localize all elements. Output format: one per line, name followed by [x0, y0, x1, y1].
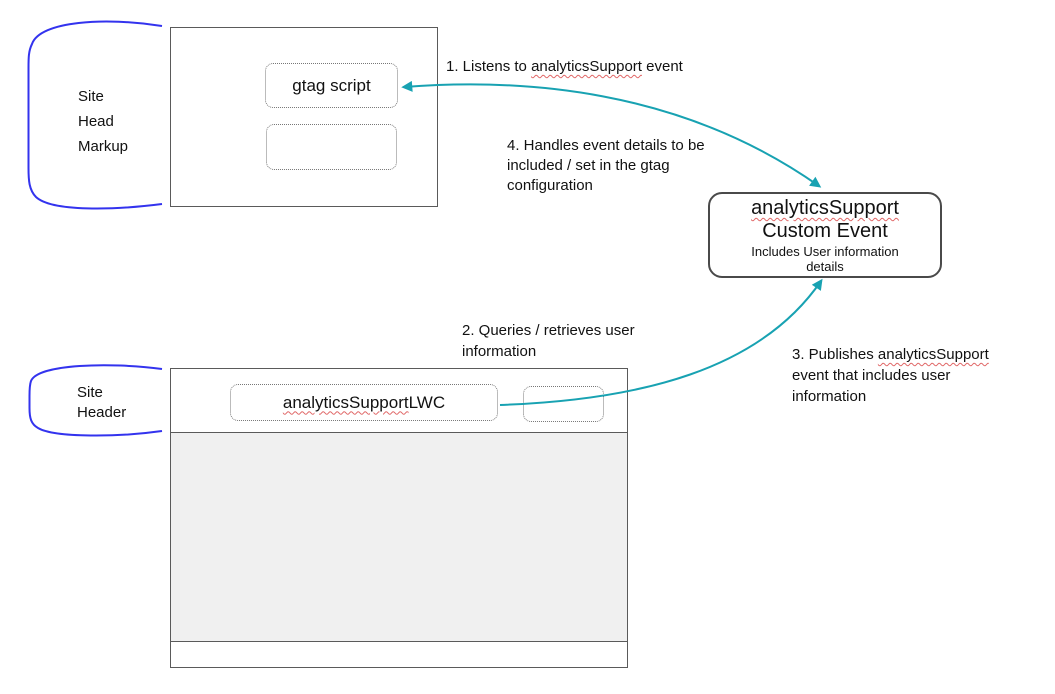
gtag-script-label: gtag script [292, 75, 371, 95]
annotation-listens-prefix: 1. Listens to [446, 58, 532, 75]
annotation-queries: 2. Queries / retrieves user information [462, 322, 635, 360]
gtag-script-node: gtag script [265, 63, 398, 108]
analytics-support-custom-event-box: analyticsSupport Custom Event Includes U… [708, 192, 942, 278]
site-head-markup-window [170, 27, 438, 207]
page-content-area [171, 433, 627, 642]
annotation-publishes-suffix: event that includes user information [792, 367, 951, 405]
lwc-label-suffix: LWC [408, 392, 446, 412]
lwc-label-word: analyticsSupport [282, 392, 409, 412]
annotation-listens: 1. Listens to analyticsSupport event [446, 57, 683, 76]
annotation-listens-suffix: event [641, 58, 683, 75]
annotation-publishes-word: analyticsSupport [877, 346, 989, 363]
annotation-listens-word: analyticsSupport [531, 58, 642, 75]
site-header-label: Site Header [77, 384, 127, 421]
annotation-publishes-prefix: 3. Publishes [792, 346, 878, 363]
event-title-line2: Custom Event [762, 220, 888, 242]
annotation-handles: 4. Handles event details to be included … [507, 137, 705, 194]
analytics-support-lwc-node: analyticsSupport LWC [230, 384, 498, 421]
empty-header-node [523, 386, 604, 422]
event-subtitle: Includes User information details [751, 244, 899, 274]
event-title-line1: analyticsSupport [710, 197, 940, 220]
site-head-markup-label: Site Head Markup [78, 88, 129, 155]
page-footer-area [171, 642, 627, 667]
empty-script-node [266, 124, 397, 170]
annotation-publishes: 3. Publishes analyticsSupport event that… [792, 344, 1014, 407]
event-title-word: analyticsSupport [751, 197, 899, 219]
